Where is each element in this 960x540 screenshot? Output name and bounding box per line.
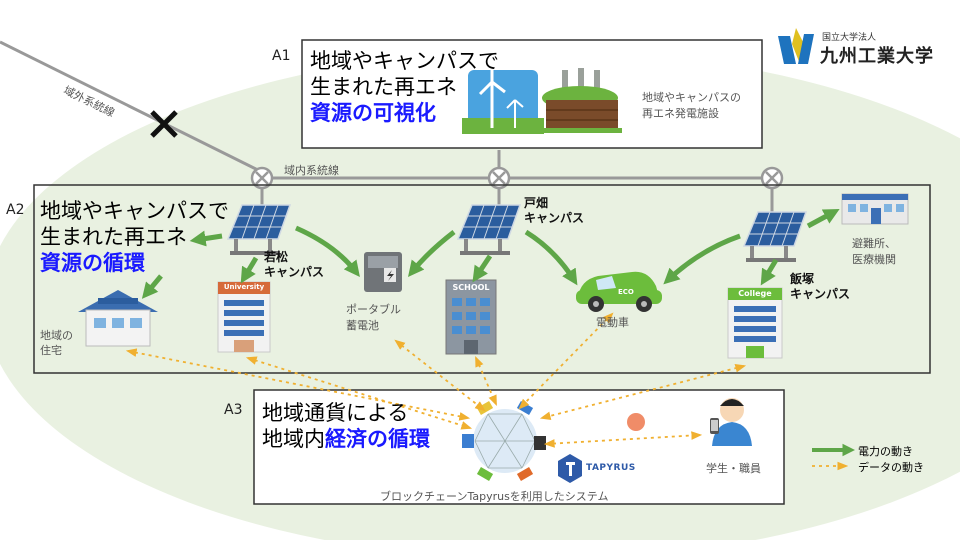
- tobata-label: 戸畑 キャンパス: [524, 196, 584, 226]
- school-sign: SCHOOL: [452, 283, 490, 292]
- university-logo-icon: [778, 28, 814, 64]
- eco-sign: ECO: [618, 288, 634, 296]
- a2-title-highlight: 資源の循環: [40, 251, 145, 275]
- tapyrus-wordmark: TAPYRUS: [586, 463, 636, 473]
- a1-title-line2: 生まれた再エネ: [310, 75, 457, 99]
- house-label-1: 地域の: [40, 329, 73, 342]
- a2-tag: A2: [6, 202, 25, 218]
- house-label: 地域の 住宅: [40, 328, 73, 358]
- house-label-2: 住宅: [40, 344, 62, 357]
- a2-title-line1: 地域やキャンパスで: [40, 199, 229, 223]
- logo-org-type: 国立大学法人: [822, 33, 877, 43]
- university-sign: University: [223, 283, 265, 291]
- shelter-label-2: 医療機関: [852, 253, 896, 266]
- battery-label-2: 蓄電池: [346, 319, 379, 332]
- cut-mark-icon: [150, 110, 178, 138]
- wakamatsu-label-2: キャンパス: [264, 265, 325, 279]
- university-building-icon: [217, 281, 271, 353]
- legend-data-label: データの動き: [858, 461, 924, 474]
- tobata-label-1: 戸畑: [524, 196, 549, 210]
- a3-title-prefix: 地域内: [262, 427, 325, 451]
- a2-title: 地域やキャンパスで 生まれた再エネ 資源の循環: [40, 198, 229, 276]
- a3-title-line2: 地域内経済の循環: [262, 426, 430, 452]
- a1-tag: A1: [272, 48, 291, 64]
- people-label: 学生・職員: [706, 462, 761, 475]
- power-flow-arrows: [141, 208, 840, 299]
- logo-university-name: 九州工業大学: [820, 46, 934, 67]
- shelter-label: 避難所、 医療機関: [852, 236, 896, 268]
- outer-grid-line: [0, 40, 263, 174]
- a3-title: 地域通貨による 地域内経済の循環: [262, 400, 430, 452]
- college-building-icon: [727, 287, 783, 359]
- coin-icon: [627, 413, 645, 431]
- wakamatsu-label-1: 若松: [264, 250, 289, 264]
- inner-grid-label: 域内系統線: [284, 164, 339, 177]
- a3-title-line1: 地域通貨による: [262, 401, 409, 425]
- wakamatsu-label: 若松 キャンパス: [264, 250, 324, 280]
- a1-title-line1: 地域やキャンパスで: [310, 49, 499, 73]
- house-icon: [78, 290, 158, 347]
- battery-label-1: ポータブル: [346, 303, 401, 316]
- a1-facility-label: 地域やキャンパスの 再エネ発電施設: [642, 90, 741, 122]
- shelter-label-1: 避難所、: [852, 237, 896, 250]
- system-caption: ブロックチェーンTapyrusを利用したシステム: [380, 490, 609, 503]
- power-plant-icon: [542, 68, 622, 133]
- wind-turbine-icon: [462, 70, 544, 134]
- a3-title-highlight: 経済の循環: [325, 427, 430, 451]
- a2-title-line2: 生まれた再エネ: [40, 225, 187, 249]
- iizuka-label-2: キャンパス: [790, 287, 851, 301]
- battery-label: ポータブル 蓄電池: [346, 302, 401, 334]
- tobata-label-2: キャンパス: [524, 211, 585, 225]
- portable-battery-icon: [364, 252, 402, 292]
- data-flow-lines: [125, 312, 747, 448]
- a1-title-highlight: 資源の可視化: [310, 101, 436, 125]
- a1-title: 地域やキャンパスで 生まれた再エネ 資源の可視化: [310, 48, 499, 126]
- iizuka-label: 飯塚 キャンパス: [790, 272, 850, 302]
- iizuka-label-1: 飯塚: [790, 272, 815, 286]
- ev-label: 電動車: [596, 316, 629, 329]
- electric-car-icon: [576, 271, 662, 312]
- shelter-building-icon: [841, 193, 909, 225]
- a3-tag: A3: [224, 402, 243, 418]
- a1-facility-label-1: 地域やキャンパスの: [642, 91, 741, 104]
- legend-power-label: 電力の動き: [858, 445, 913, 458]
- a1-facility-label-2: 再エネ発電施設: [642, 107, 719, 120]
- tapyrus-logo-icon: [558, 454, 582, 483]
- college-sign: College: [738, 289, 772, 298]
